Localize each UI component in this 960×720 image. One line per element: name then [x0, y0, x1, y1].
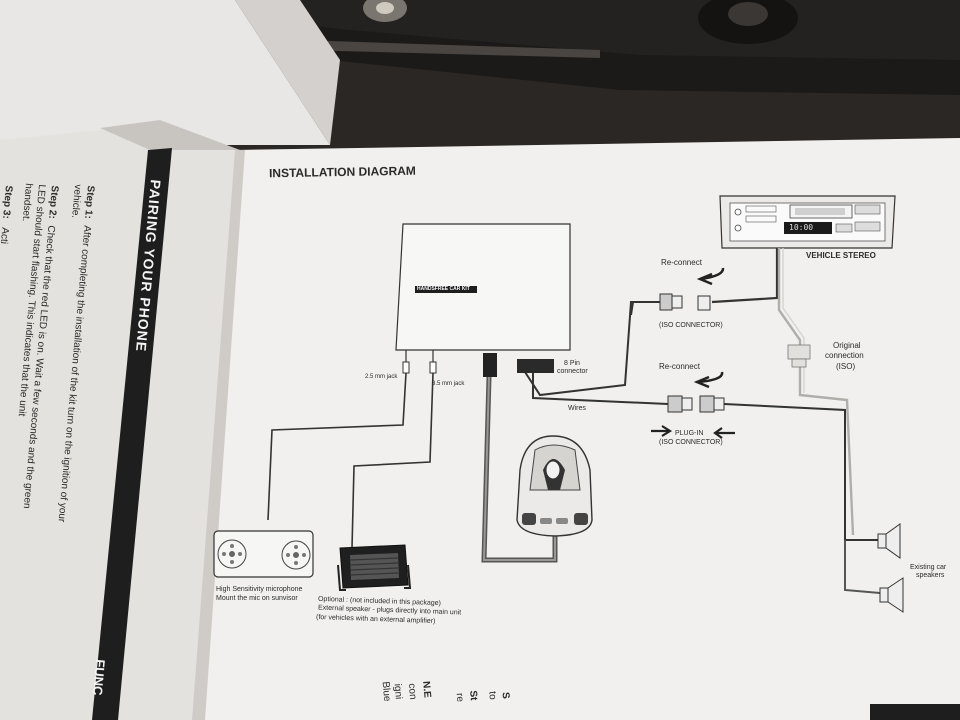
reconnect-arrow-top [696, 267, 725, 286]
mic-cable [267, 372, 407, 521]
eight-pin-label-2: connector [557, 368, 588, 375]
original-connection-2: connection [825, 351, 864, 360]
fragment-4: re [453, 692, 466, 703]
car-speaker-bottom [879, 577, 904, 613]
iso-connector-top-label: (ISO CONNECTOR) [659, 322, 723, 329]
mic-caption-1: High Sensitivity microphone [216, 586, 303, 593]
fragment-1: S [499, 691, 512, 700]
original-iso-block [787, 344, 811, 360]
reconnect-top-label: Re-connect [661, 258, 702, 267]
iso-connector-bottom [667, 395, 725, 413]
unit-label: HANDSFREE CAR KIT [417, 286, 470, 292]
external-speaker [337, 544, 412, 591]
reconnect-arrow-bottom [693, 371, 724, 389]
fragment-5: N.E [420, 680, 433, 699]
fragment-3: St [467, 690, 479, 701]
eight-pin-connector [517, 359, 554, 373]
mic-caption-2: Mount the mic on sunvisor [216, 595, 298, 602]
plug-in-arrow-right [713, 427, 735, 439]
vehicle-stereo-label: VEHICLE STEREO [806, 251, 876, 260]
speakers-label-1: Existing car [910, 564, 947, 571]
stereo-display: 10:00 [789, 223, 814, 232]
plug-in-label: PLUG-IN [675, 430, 704, 437]
eight-pin-label-1: 8 Pin [564, 360, 580, 367]
fragment-6: con [405, 682, 419, 701]
handset [516, 435, 593, 537]
speakers-label-2: speakers [916, 572, 945, 579]
vehicle-stereo [719, 195, 896, 249]
fragment-7: igni [391, 683, 404, 700]
jack-25-label: 2.5 mm jack [365, 374, 398, 380]
original-connection-3: (ISO) [836, 362, 856, 371]
plug-in-arrow-left [651, 425, 673, 437]
iso-connector-top [659, 293, 711, 311]
car-speaker-top [877, 523, 901, 559]
original-connection-1: Original [833, 341, 861, 350]
unit-label-bar [415, 286, 477, 293]
jack-35-label: 3.5 mm jack [432, 381, 465, 387]
fragment-8: Blue [379, 681, 393, 702]
fragment-2: to [486, 690, 499, 701]
iso-connector-bottom-label: (ISO CONNECTOR) [659, 439, 723, 446]
microphone [213, 530, 314, 578]
speaker-cable [351, 372, 434, 549]
reconnect-bottom-label: Re-connect [659, 362, 700, 371]
diagram-title: INSTALLATION DIAGRAM [268, 163, 416, 181]
wires-label: Wires [568, 405, 586, 412]
handsfree-unit-box [395, 223, 571, 351]
